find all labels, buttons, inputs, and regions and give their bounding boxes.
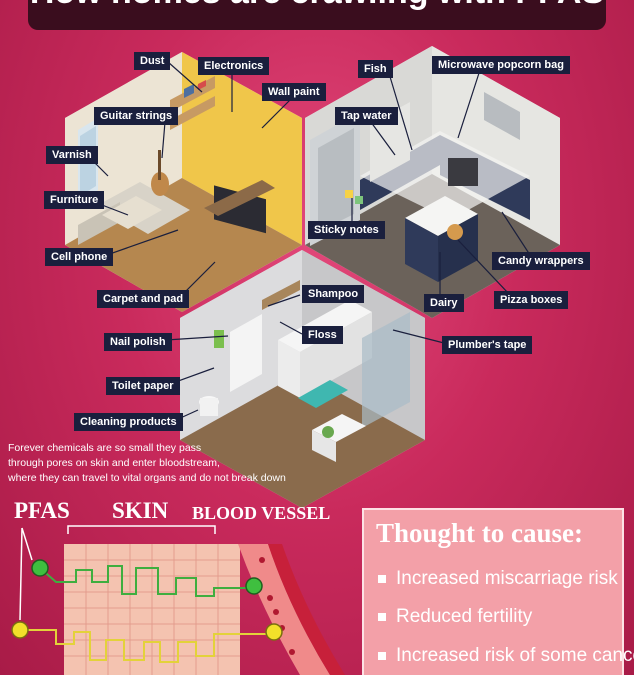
label-dairy: Dairy xyxy=(424,294,464,312)
diagram-skin-label: SKIN xyxy=(112,498,169,523)
cause-item: Increased miscarriage risk xyxy=(378,568,618,590)
diagram-blood-vessel-label: BLOOD VESSEL xyxy=(192,503,331,523)
label-carpet: Carpet and pad xyxy=(97,290,190,308)
cause-item: Reduced fertility xyxy=(378,606,532,628)
label-guitar-strings: Guitar strings xyxy=(94,107,179,125)
label-shampoo: Shampoo xyxy=(302,285,365,303)
label-cleaning-products: Cleaning products xyxy=(74,413,183,431)
cause-item-text: Reduced fertility xyxy=(396,606,533,627)
intro-line-3: where they can travel to vital organs an… xyxy=(8,472,286,484)
diagram-pfas-label: PFAS xyxy=(14,498,70,523)
cause-title: Thought to cause: xyxy=(376,518,584,548)
bullet-icon xyxy=(378,651,386,660)
cause-item-text: Increased risk of some cancers xyxy=(396,645,634,666)
thought-to-cause-box: Thought to cause: Increased miscarriage … xyxy=(362,508,634,675)
label-dust: Dust xyxy=(134,52,171,70)
bullet-icon xyxy=(378,612,386,621)
label-tap-water: Tap water xyxy=(335,107,398,125)
label-electronics: Electronics xyxy=(198,57,270,75)
bullet-icon xyxy=(378,574,386,583)
skin-diagram xyxy=(11,525,345,675)
title-bar: How homes are crawling with PFAS xyxy=(28,0,606,30)
cause-item-text: Increased miscarriage risk xyxy=(396,568,618,589)
label-plumbers-tape: Plumber's tape xyxy=(442,336,533,354)
label-toilet-paper: Toilet paper xyxy=(106,377,180,395)
cause-item: Increased risk of some cancers xyxy=(378,645,634,667)
label-furniture: Furniture xyxy=(44,191,105,209)
label-sticky-notes: Sticky notes xyxy=(308,221,385,239)
bathroom-scene xyxy=(180,250,425,508)
label-candy-wrappers: Candy wrappers xyxy=(492,252,590,270)
label-cell-phone: Cell phone xyxy=(45,248,114,266)
label-nail-polish: Nail polish xyxy=(104,333,172,351)
label-varnish: Varnish xyxy=(46,146,98,164)
label-pizza-boxes: Pizza boxes xyxy=(494,291,569,309)
page-title: How homes are crawling with PFAS xyxy=(28,0,606,12)
label-wall-paint: Wall paint xyxy=(262,83,326,101)
intro-line-2: through pores on skin and enter bloodstr… xyxy=(8,457,220,469)
intro-text: Forever chemicals are so small they pass… xyxy=(8,441,338,486)
intro-line-1: Forever chemicals are so small they pass xyxy=(8,442,202,454)
label-fish: Fish xyxy=(358,60,393,78)
label-floss: Floss xyxy=(302,326,343,344)
label-popcorn: Microwave popcorn bag xyxy=(432,56,570,74)
